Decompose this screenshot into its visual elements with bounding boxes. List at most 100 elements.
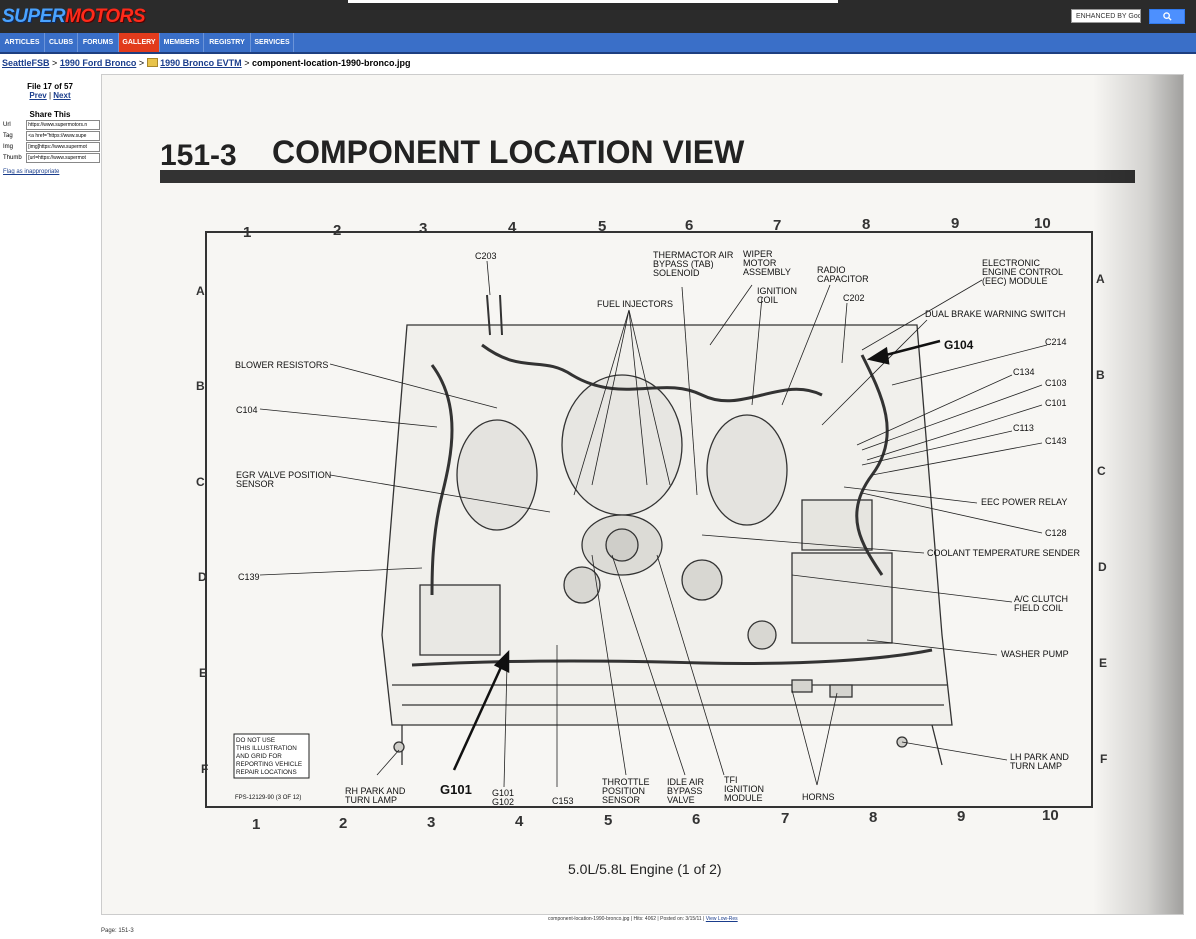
label-ac-line1: A/C CLUTCH: [1014, 594, 1068, 604]
labels-top: FUEL INJECTORS THERMACTOR AIR BYPASS (TA…: [597, 249, 1063, 309]
label-c113: C113: [1013, 423, 1034, 433]
flag-inappropriate-link[interactable]: Flag as inappropriate: [3, 169, 60, 175]
prev-link[interactable]: Prev: [29, 91, 47, 100]
grid-col-9: 9: [957, 808, 965, 825]
labels-right: DUAL BRAKE WARNING SWITCH G104 C214 C134…: [925, 309, 1081, 771]
share-row-thumb: Thumb: [0, 152, 100, 163]
label-c139: C139: [238, 572, 260, 582]
label-coolant-temp-sender: COOLANT TEMPERATURE SENDER: [927, 548, 1081, 558]
label-tfi-line3: MODULE: [724, 793, 763, 803]
breadcrumb-seattlefsb[interactable]: SeattleFSB: [2, 58, 50, 68]
grid-row-f: F: [201, 762, 208, 776]
share-url-field[interactable]: [26, 119, 100, 130]
grid-col-2: 2: [333, 222, 341, 239]
grid-col-3: 3: [427, 814, 435, 831]
nav-members[interactable]: MEMBERS: [160, 33, 204, 52]
prev-next-links: Prev | Next: [0, 91, 100, 100]
notice-line: THIS ILLUSTRATION: [236, 745, 297, 752]
breadcrumb-separator: >: [52, 58, 58, 68]
grid-row-d: D: [198, 570, 207, 584]
search-button[interactable]: [1149, 9, 1185, 24]
share-label-tag: Tag: [3, 132, 13, 139]
share-label-url: Url: [3, 121, 11, 128]
breadcrumb-1990-bronco-evtm[interactable]: 1990 Bronco EVTM: [160, 58, 242, 68]
link-separator: |: [48, 91, 52, 100]
component-location-diagram: 151-3 COMPONENT LOCATION VIEW 1 2 3 4 5 …: [160, 134, 1135, 877]
engine-bay-illustration: [381, 294, 953, 766]
grid-col-5: 5: [598, 218, 606, 235]
label-ignition-line2: COIL: [757, 295, 778, 305]
grid-column-labels-top: 1 2 3 4 5 6 7 8 9 10: [243, 215, 1051, 241]
label-c203: C203: [475, 251, 497, 261]
page-edge-shadow: [1093, 75, 1183, 914]
share-tag-field[interactable]: [26, 130, 100, 141]
grid-col-5: 5: [604, 812, 612, 829]
image-footer-info: component-location-1990-bronco.jpg | Hit…: [548, 916, 738, 922]
grid-col-4: 4: [515, 813, 524, 830]
view-lowres-link[interactable]: View Low-Res: [705, 916, 738, 922]
label-fuel-injectors: FUEL INJECTORS: [597, 299, 673, 309]
grid-col-10: 10: [1042, 807, 1059, 824]
label-egr-line2: SENSOR: [236, 479, 275, 489]
nav-registry[interactable]: REGISTRY: [204, 33, 251, 52]
search-input[interactable]: ENHANCED BY Goog: [1071, 9, 1141, 23]
label-tps-line3: SENSOR: [602, 795, 641, 805]
diagram-title: COMPONENT LOCATION VIEW: [272, 134, 745, 170]
label-radio-line1: RADIO: [817, 265, 846, 275]
site-logo[interactable]: SUPERMOTORS: [2, 6, 146, 28]
nav-clubs[interactable]: CLUBS: [45, 33, 78, 52]
notice-line: REPORTING VEHICLE: [236, 761, 302, 768]
share-row-tag: Tag: [0, 130, 100, 141]
image-meta: component-location-1990-bronco.jpg | Hit…: [548, 916, 705, 922]
grid-col-7: 7: [781, 810, 789, 827]
nav-articles[interactable]: ARTICLES: [0, 33, 45, 52]
nav-gallery[interactable]: GALLERY: [119, 33, 160, 52]
label-c153: C153: [552, 796, 574, 806]
label-eec-line1: ELECTRONIC: [982, 258, 1041, 268]
nav-services[interactable]: SERVICES: [251, 33, 294, 52]
nav-forums[interactable]: FORUMS: [78, 33, 119, 52]
label-lh-line2: TURN LAMP: [1010, 761, 1062, 771]
share-title: Share This: [29, 110, 71, 119]
grid-col-10: 10: [1034, 215, 1051, 232]
label-c202: C202: [843, 293, 865, 303]
label-tps-line2: POSITION: [602, 786, 645, 796]
label-egr-line1: EGR VALVE POSITION: [236, 470, 331, 480]
next-link[interactable]: Next: [53, 91, 71, 100]
label-washer-pump: WASHER PUMP: [1001, 649, 1069, 659]
gallery-image[interactable]: 151-3 COMPONENT LOCATION VIEW 1 2 3 4 5 …: [101, 74, 1184, 915]
share-row-url: Url: [0, 119, 100, 130]
main-nav: ARTICLES CLUBS FORUMS GALLERY MEMBERS RE…: [0, 33, 1196, 54]
notice-line: DO NOT USE: [236, 737, 275, 744]
file-position: File 17 of 57: [27, 82, 73, 91]
grid-row-a: A: [1096, 272, 1105, 286]
label-wiper-line1: WIPER: [743, 249, 773, 259]
grid-column-labels-bottom: 1 2 3 4 5 6 7 8 9 10: [252, 807, 1059, 833]
label-g101-bold: G101: [440, 782, 472, 797]
grid-col-9: 9: [951, 215, 959, 232]
label-c103: C103: [1045, 378, 1067, 388]
breadcrumb-1990-ford-bronco[interactable]: 1990 Ford Bronco: [59, 58, 137, 68]
label-wiper-line2: MOTOR: [743, 258, 777, 268]
label-dual-brake-switch: DUAL BRAKE WARNING SWITCH: [925, 309, 1065, 319]
breadcrumb-current: component-location-1990-bronco.jpg: [251, 58, 411, 68]
notice-text: DO NOT USE THIS ILLUSTRATION AND GRID FO…: [236, 737, 302, 776]
grid-col-6: 6: [685, 217, 693, 234]
label-thermactor-line3: SOLENOID: [653, 268, 700, 278]
diagram-page-number: 151-3: [160, 139, 237, 172]
label-ignition-line1: IGNITION: [757, 286, 797, 296]
grid-col-6: 6: [692, 811, 700, 828]
label-ac-line2: FIELD COIL: [1014, 603, 1063, 613]
notice-box: [233, 733, 310, 779]
grid-col-8: 8: [862, 216, 870, 233]
label-eec-line2: ENGINE CONTROL: [982, 267, 1063, 277]
label-eec-line3: (EEC) MODULE: [982, 276, 1048, 286]
share-thumb-field[interactable]: [26, 152, 100, 163]
grid-row-c: C: [196, 475, 205, 489]
label-c134: C134: [1013, 367, 1035, 377]
label-lh-line1: LH PARK AND: [1010, 752, 1069, 762]
leader-lines: [259, 260, 1048, 788]
notice-line: REPAIR LOCATIONS: [236, 769, 297, 776]
labels-left: C203 BLOWER RESISTORS C104 EGR VALVE POS…: [235, 251, 497, 582]
share-img-field[interactable]: [26, 141, 100, 152]
